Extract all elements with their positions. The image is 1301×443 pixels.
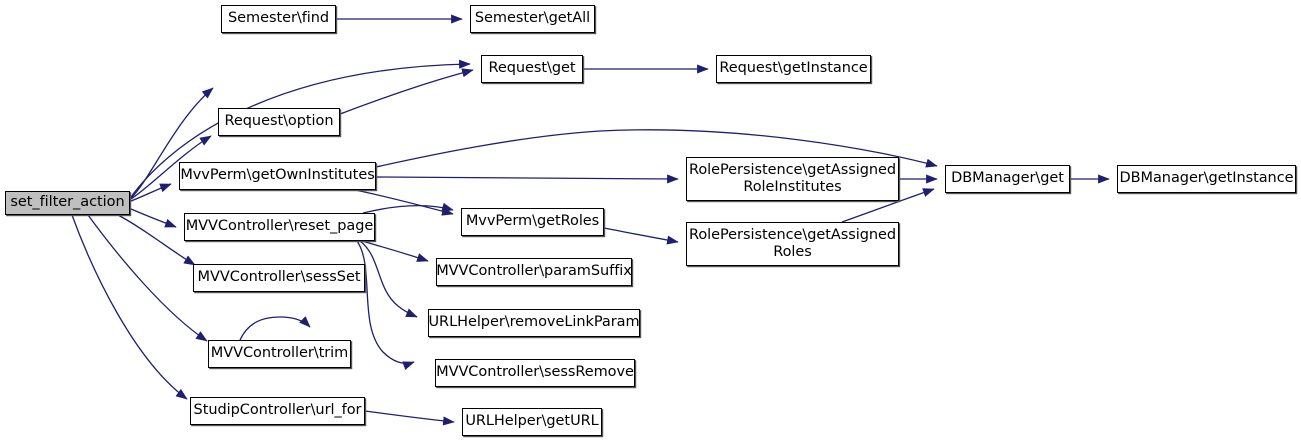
call-edge [339,68,474,115]
node-label: Request\getInstance [719,60,868,77]
node-label: MVVController\paramSuffix [436,263,632,280]
node-mvvc_sessset[interactable]: MVVController\sessSet [193,264,365,292]
call-edge [130,208,177,228]
node-label: URLHelper\removeLinkParam [428,314,640,331]
node-label: Semester\getAll [474,10,591,27]
call-edge [71,214,188,400]
call-edge [603,227,679,245]
node-semester_getall[interactable]: Semester\getAll [470,5,595,33]
node-label: StudipController\url_for [193,402,362,419]
node-label: MvvPerm\getOwnInstitutes [180,167,375,184]
node-label: set_filter_action [10,194,125,211]
call-edge [359,240,418,318]
call-edge [375,174,679,184]
node-mvvc_reset_page[interactable]: MVVController\reset_page [184,213,375,241]
node-label: DBManager\getInstance [1119,170,1294,187]
call-edge [364,410,455,426]
node-request_get[interactable]: Request\get [481,55,583,83]
node-studip_url_for[interactable]: StudipController\url_for [190,397,365,425]
node-request_getinstance[interactable]: Request\getInstance [716,55,871,83]
node-label: MVVController\trim [210,345,349,362]
node-label: MVVController\sessSet [197,269,361,286]
node-label: Semester\find [227,10,330,27]
node-mvvc_paramsuffix[interactable]: MVVController\paramSuffix [436,258,632,286]
node-semester_find[interactable]: Semester\find [221,5,336,33]
node-label: Request\get [488,60,576,77]
call-edge [130,183,172,202]
node-dbmanager_get[interactable]: DBManager\get [945,165,1070,193]
node-label: URLHelper\getURL [465,413,599,430]
node-mvvc_sessremove[interactable]: MVVController\sessRemove [435,359,635,387]
node-request_option[interactable]: Request\option [218,108,340,136]
node-label: MVVController\reset_page [185,218,374,235]
node-label: Request\option [224,113,334,130]
node-dbmanager_getinstance[interactable]: DBManager\getInstance [1117,165,1296,193]
node-mvvperm_getroles[interactable]: MvvPerm\getRoles [461,208,604,236]
call-edge [354,189,454,216]
node-label: DBManager\get [951,170,1064,187]
node-set_filter_action[interactable]: set_filter_action [5,191,130,215]
call-edge [361,240,429,262]
node-label: RolePersistence\getAssigned Roles [688,226,897,260]
node-rp_getassignedroles[interactable]: RolePersistence\getAssigned Roles [686,222,899,266]
call-edge [356,240,415,371]
node-mvvperm_getowninst[interactable]: MvvPerm\getOwnInstitutes [179,162,376,190]
node-urlhelper_removelink[interactable]: URLHelper\removeLinkParam [428,309,640,337]
node-urlhelper_geturl[interactable]: URLHelper\getURL [462,408,602,436]
call-edge [362,202,454,214]
call-edge [239,316,311,341]
node-label: MvvPerm\getRoles [465,213,600,230]
node-rp_getassignedroleinst[interactable]: RolePersistence\getAssigned RoleInstitut… [686,157,899,201]
node-mvvc_trim[interactable]: MVVController\trim [208,340,351,368]
node-label: MVVController\sessRemove [436,364,634,381]
node-label: RolePersistence\getAssigned RoleInstitut… [688,161,897,195]
